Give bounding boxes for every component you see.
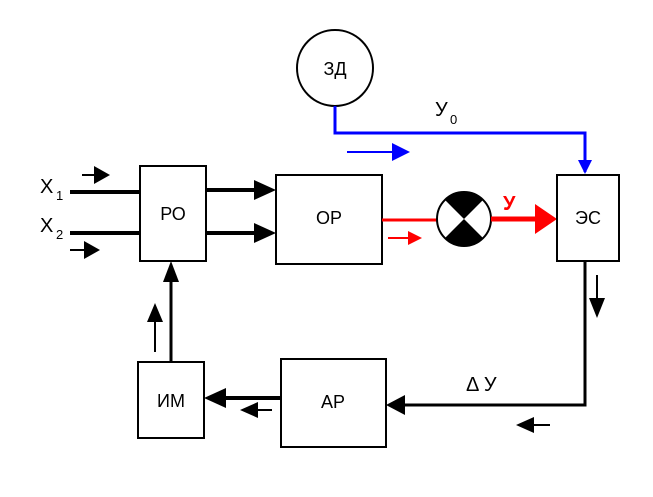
setpoint-line	[333, 106, 587, 172]
x1-flow-arrow-icon	[94, 166, 110, 184]
regulator-to-actuator-arrowhead	[204, 388, 226, 408]
actuator-flow-arrow-icon	[147, 303, 163, 322]
regulating-organ-block	[139, 165, 207, 262]
actuator-label: ИМ	[157, 391, 185, 411]
setpoint-label: ЗД	[323, 59, 346, 79]
ro-to-or-arrowhead-1	[254, 180, 276, 200]
error-signal-arrowhead	[386, 395, 405, 415]
error-flow-arrow-icon	[516, 417, 534, 433]
regulator-flow-arrow-icon	[240, 402, 258, 418]
output-y-label: У	[503, 193, 516, 215]
actuator-to-ro-arrowhead	[163, 261, 179, 282]
comparator-block	[556, 174, 620, 262]
setpoint-line-arrowhead	[578, 160, 592, 174]
setpoint-flow-arrow-icon	[392, 143, 410, 161]
x2-subscript: 2	[56, 227, 63, 242]
delta-y-label: Δ У	[466, 374, 497, 396]
comparator-label: ЭС	[575, 208, 601, 228]
ro-to-or-arrowhead-2	[254, 223, 276, 243]
regulator-label: АР	[321, 392, 345, 412]
object-block	[275, 174, 383, 265]
object-flow-arrow-icon	[408, 231, 422, 245]
error-signal-line	[405, 261, 587, 407]
comparator-flow-arrow-icon	[589, 298, 605, 318]
y0-label: У	[435, 99, 448, 121]
x1-label: X	[40, 176, 53, 198]
x2-label: X	[40, 215, 53, 237]
object-label: ОР	[316, 208, 342, 228]
x1-subscript: 1	[56, 188, 63, 203]
regulator-block	[280, 358, 387, 448]
y0-subscript: 0	[450, 112, 457, 127]
actuator-block	[137, 361, 205, 439]
x2-flow-arrow-icon	[84, 241, 100, 259]
output-arrowhead	[535, 204, 557, 234]
sensor-node	[436, 191, 492, 247]
regulating-organ-label: РО	[160, 204, 186, 224]
